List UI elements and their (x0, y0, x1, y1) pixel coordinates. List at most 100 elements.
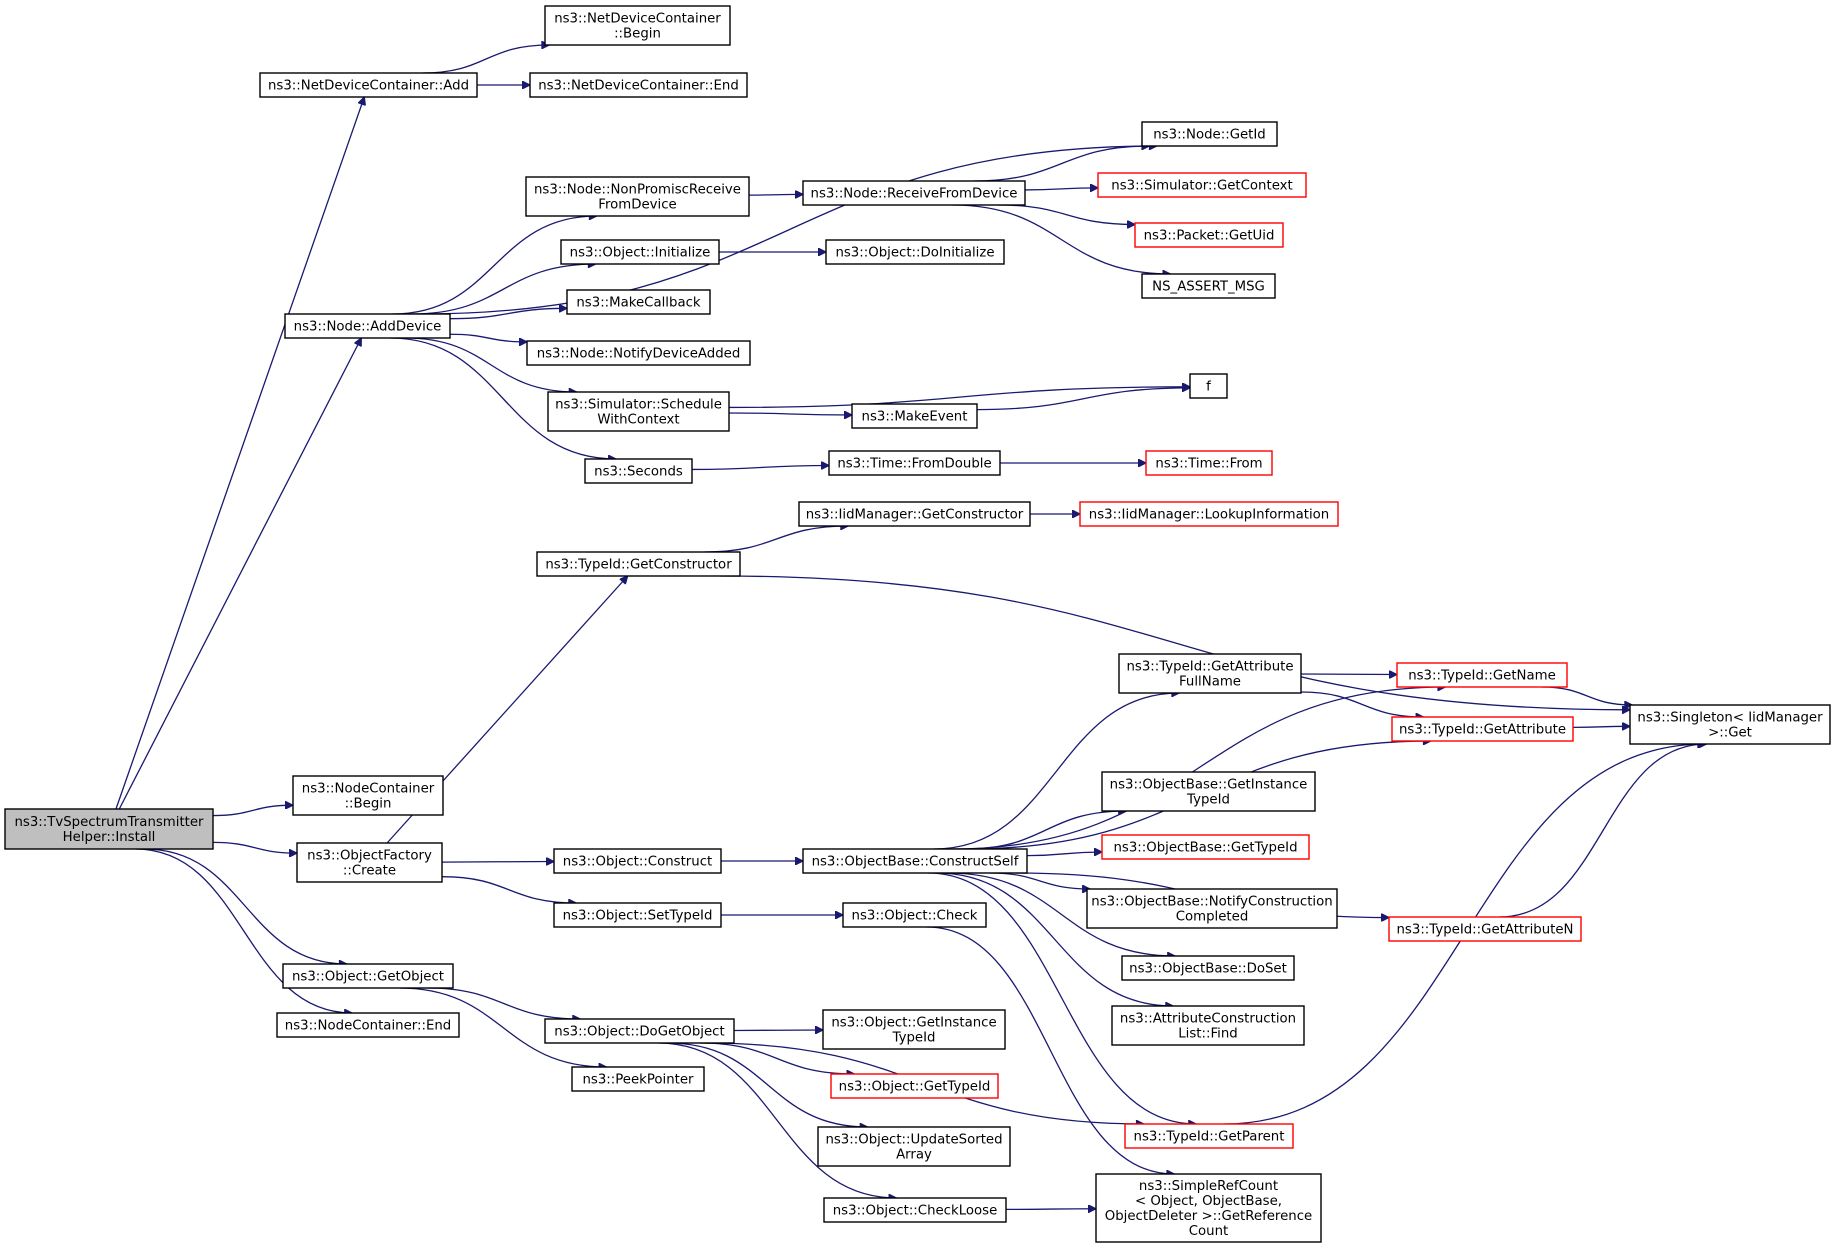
node-box-non-promisc[interactable] (525, 176, 750, 217)
node-seconds[interactable]: ns3::Seconds (584, 458, 693, 484)
node-box-seconds[interactable] (584, 458, 693, 484)
node-box-iid-lookup[interactable] (1079, 501, 1339, 527)
node-box-tid-get-cons[interactable] (536, 551, 741, 577)
node-f[interactable]: f (1189, 373, 1228, 399)
node-box-notify-added[interactable] (526, 340, 751, 366)
node-box-make-event[interactable] (851, 403, 978, 429)
node-get-object[interactable]: ns3::Object::GetObject (282, 963, 454, 989)
node-obj-get-tid[interactable]: ns3::Object::GetTypeId (830, 1073, 999, 1099)
node-of-create[interactable]: ns3::ObjectFactory::Create (296, 842, 443, 883)
node-get-attribute[interactable]: ns3::TypeId::GetAttribute (1391, 716, 1574, 742)
node-box-assert-msg[interactable] (1141, 273, 1276, 299)
node-box-obj-base-inst[interactable] (1101, 771, 1316, 812)
node-set-type-id[interactable]: ns3::Object::SetTypeId (553, 902, 722, 928)
node-notify-added[interactable]: ns3::Node::NotifyDeviceAdded (526, 340, 751, 366)
node-ndc-end[interactable]: ns3::NetDeviceContainer::End (529, 72, 748, 98)
node-iid-lookup[interactable]: ns3::IidManager::LookupInformation (1079, 501, 1339, 527)
node-ndc-begin[interactable]: ns3::NetDeviceContainer::Begin (544, 5, 731, 46)
node-box-construct-self[interactable] (802, 848, 1028, 874)
node-do-get-object[interactable]: ns3::Object::DoGetObject (544, 1018, 735, 1044)
node-box-get-attribute[interactable] (1391, 716, 1574, 742)
node-box-iid-get-cons[interactable] (798, 501, 1031, 527)
node-construct[interactable]: ns3::Object::Construct (553, 848, 722, 874)
node-box-update-sorted[interactable] (817, 1126, 1011, 1167)
node-box-do-initialize[interactable] (825, 239, 1005, 265)
node-box-root[interactable] (4, 808, 214, 850)
node-box-set-type-id[interactable] (553, 902, 722, 928)
node-box-peek-pointer[interactable] (571, 1066, 705, 1092)
node-get-id[interactable]: ns3::Node::GetId (1141, 121, 1278, 147)
node-box-of-create[interactable] (296, 842, 443, 883)
node-box-obj-base-tid[interactable] (1101, 834, 1310, 860)
node-box-receive-from[interactable] (802, 180, 1026, 206)
node-nc-begin[interactable]: ns3::NodeContainer::Begin (292, 775, 444, 816)
node-box-obj-get-tid[interactable] (830, 1073, 999, 1099)
node-iid-get-cons[interactable]: ns3::IidManager::GetConstructor (798, 501, 1031, 527)
node-box-check-loose[interactable] (823, 1197, 1007, 1223)
node-check-loose[interactable]: ns3::Object::CheckLoose (823, 1197, 1007, 1223)
node-notify-cons[interactable]: ns3::ObjectBase::NotifyConstructionCompl… (1086, 888, 1338, 929)
node-box-get-object[interactable] (282, 963, 454, 989)
node-do-initialize[interactable]: ns3::Object::DoInitialize (825, 239, 1005, 265)
node-box-nc-begin[interactable] (292, 775, 444, 816)
node-obj-base-tid[interactable]: ns3::ObjectBase::GetTypeId (1101, 834, 1310, 860)
node-box-notify-cons[interactable] (1086, 888, 1338, 929)
node-tid-get-cons[interactable]: ns3::TypeId::GetConstructor (536, 551, 741, 577)
node-box-ndc-end[interactable] (529, 72, 748, 98)
node-box-ndc-begin[interactable] (544, 5, 731, 46)
node-do-set[interactable]: ns3::ObjectBase::DoSet (1121, 955, 1295, 981)
node-get-name[interactable]: ns3::TypeId::GetName (1396, 662, 1568, 688)
node-receive-from[interactable]: ns3::Node::ReceiveFromDevice (802, 180, 1026, 206)
node-box-attr-find[interactable] (1111, 1005, 1305, 1046)
node-box-make-callback[interactable] (566, 289, 711, 315)
node-box-check[interactable] (842, 902, 987, 928)
node-singleton[interactable]: ns3::Singleton< IidManager>::Get (1629, 704, 1831, 745)
node-make-event[interactable]: ns3::MakeEvent (851, 403, 978, 429)
node-box-time-from[interactable] (1145, 450, 1273, 476)
node-get-uid[interactable]: ns3::Packet::GetUid (1134, 222, 1284, 248)
node-box-nc-end[interactable] (276, 1012, 460, 1038)
node-box-obj-get-inst[interactable] (822, 1009, 1006, 1050)
node-check[interactable]: ns3::Object::Check (842, 902, 987, 928)
node-box-get-uid[interactable] (1134, 222, 1284, 248)
node-box-schedule[interactable] (547, 391, 730, 432)
node-box-get-name[interactable] (1396, 662, 1568, 688)
node-box-ref-count[interactable] (1095, 1173, 1322, 1243)
node-box-get-parent[interactable] (1124, 1123, 1294, 1149)
node-box-initialize[interactable] (560, 239, 720, 265)
node-time-from[interactable]: ns3::Time::From (1145, 450, 1273, 476)
node-peek-pointer[interactable]: ns3::PeekPointer (571, 1066, 705, 1092)
node-box-do-get-object[interactable] (544, 1018, 735, 1044)
node-root[interactable]: ns3::TvSpectrumTransmitterHelper::Instal… (4, 808, 214, 850)
node-get-parent[interactable]: ns3::TypeId::GetParent (1124, 1123, 1294, 1149)
node-box-get-attr-full[interactable] (1118, 653, 1302, 694)
node-ref-count[interactable]: ns3::SimpleRefCount< Object, ObjectBase,… (1095, 1173, 1322, 1243)
node-from-double[interactable]: ns3::Time::FromDouble (828, 450, 1001, 476)
node-initialize[interactable]: ns3::Object::Initialize (560, 239, 720, 265)
node-box-add-device[interactable] (284, 313, 451, 339)
node-get-attr-n[interactable]: ns3::TypeId::GetAttributeN (1388, 916, 1582, 942)
node-ndc-add[interactable]: ns3::NetDeviceContainer::Add (259, 72, 478, 98)
node-get-context[interactable]: ns3::Simulator::GetContext (1097, 172, 1307, 198)
node-box-construct[interactable] (553, 848, 722, 874)
node-box-f[interactable] (1189, 373, 1228, 399)
node-make-callback[interactable]: ns3::MakeCallback (566, 289, 711, 315)
node-nc-end[interactable]: ns3::NodeContainer::End (276, 1012, 460, 1038)
node-assert-msg[interactable]: NS_ASSERT_MSG (1141, 273, 1276, 299)
node-box-get-id[interactable] (1141, 121, 1278, 147)
node-box-do-set[interactable] (1121, 955, 1295, 981)
node-construct-self[interactable]: ns3::ObjectBase::ConstructSelf (802, 848, 1028, 874)
node-box-get-attr-n[interactable] (1388, 916, 1582, 942)
node-box-singleton[interactable] (1629, 704, 1831, 745)
node-box-get-context[interactable] (1097, 172, 1307, 198)
node-add-device[interactable]: ns3::Node::AddDevice (284, 313, 451, 339)
node-box-ndc-add[interactable] (259, 72, 478, 98)
node-box-from-double[interactable] (828, 450, 1001, 476)
